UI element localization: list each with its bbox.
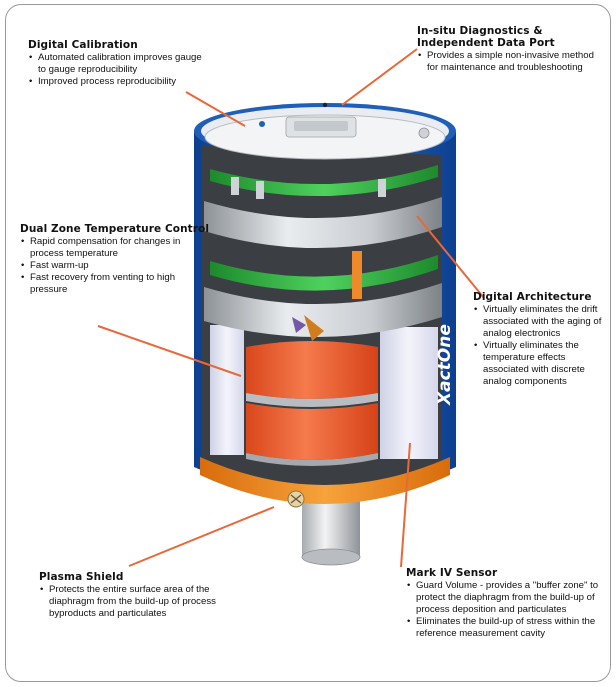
bullet-item: Fast warm-up	[20, 260, 210, 272]
bullet-list: Rapid compensation for changes in proces…	[20, 236, 210, 296]
bullet-item: Fast recovery from venting to high press…	[20, 272, 210, 296]
bullet-item: Improved process reproducibility	[28, 76, 208, 88]
top-cap	[204, 102, 446, 160]
bullet-list: Virtually eliminates the drift associate…	[473, 304, 605, 388]
callout-title: In-situ Diagnostics & Independent Data P…	[417, 25, 555, 49]
bullet-item: Rapid compensation for changes in proces…	[20, 236, 210, 260]
callout-title: Dual Zone Temperature Control	[20, 223, 210, 235]
bullet-list: Automated calibration improves gauge to …	[28, 52, 208, 88]
bullet-item: Protects the entire surface area of the …	[39, 584, 217, 620]
bullet-item: Eliminates the build-up of stress within…	[406, 616, 606, 640]
callout-dual-zone: Dual Zone Temperature Control Rapid comp…	[20, 223, 210, 296]
sensor-body	[246, 341, 378, 466]
gauge-cutaway-illustration: XactOne	[97, 48, 485, 568]
bullet-item: Provides a simple non-invasive method fo…	[417, 50, 605, 74]
bullet-item: Automated calibration improves gauge to …	[28, 52, 208, 76]
bullet-list: Provides a simple non-invasive method fo…	[417, 50, 605, 74]
brand-logo: XactOne	[435, 324, 455, 406]
bullet-item: Virtually eliminates the drift associate…	[473, 304, 605, 340]
heater-housing	[204, 283, 442, 341]
leader-plasma-shield	[128, 506, 275, 567]
bullet-item: Guard Volume - provides a "buffer zone" …	[406, 580, 606, 616]
callout-title: Plasma Shield	[39, 571, 124, 583]
separator-ring	[204, 197, 442, 249]
leader-digital-architecture	[416, 215, 485, 299]
leader-insitu-diagnostics	[341, 48, 418, 106]
bullet-item: Virtually eliminates the temperature eff…	[473, 340, 605, 388]
leader-digital-calibration	[185, 91, 246, 127]
diagram-frame: XactOne Digital Calibration Automated ca…	[5, 4, 611, 682]
callout-title: Digital Architecture	[473, 291, 592, 303]
inlet-tube	[301, 497, 361, 566]
callout-insitu-diagnostics: In-situ Diagnostics & Independent Data P…	[417, 25, 605, 74]
callout-title: Mark IV Sensor	[406, 567, 498, 579]
base-ring	[200, 457, 450, 508]
callout-digital-architecture: Digital Architecture Virtually eliminate…	[473, 291, 605, 388]
callout-title: Digital Calibration	[28, 39, 138, 51]
leader-lines	[97, 48, 485, 568]
callout-digital-calibration: Digital Calibration Automated calibratio…	[28, 39, 208, 88]
callout-mark-iv: Mark IV Sensor Guard Volume - provides a…	[406, 567, 606, 640]
bullet-list: Guard Volume - provides a "buffer zone" …	[406, 580, 606, 640]
lower-circuit-board	[210, 251, 438, 299]
bullet-list: Protects the entire surface area of the …	[39, 584, 217, 620]
upper-circuit-board	[210, 165, 438, 199]
leader-dual-zone	[97, 325, 242, 377]
leader-mark-iv	[400, 442, 411, 568]
callout-plasma-shield: Plasma Shield Protects the entire surfac…	[39, 571, 217, 620]
